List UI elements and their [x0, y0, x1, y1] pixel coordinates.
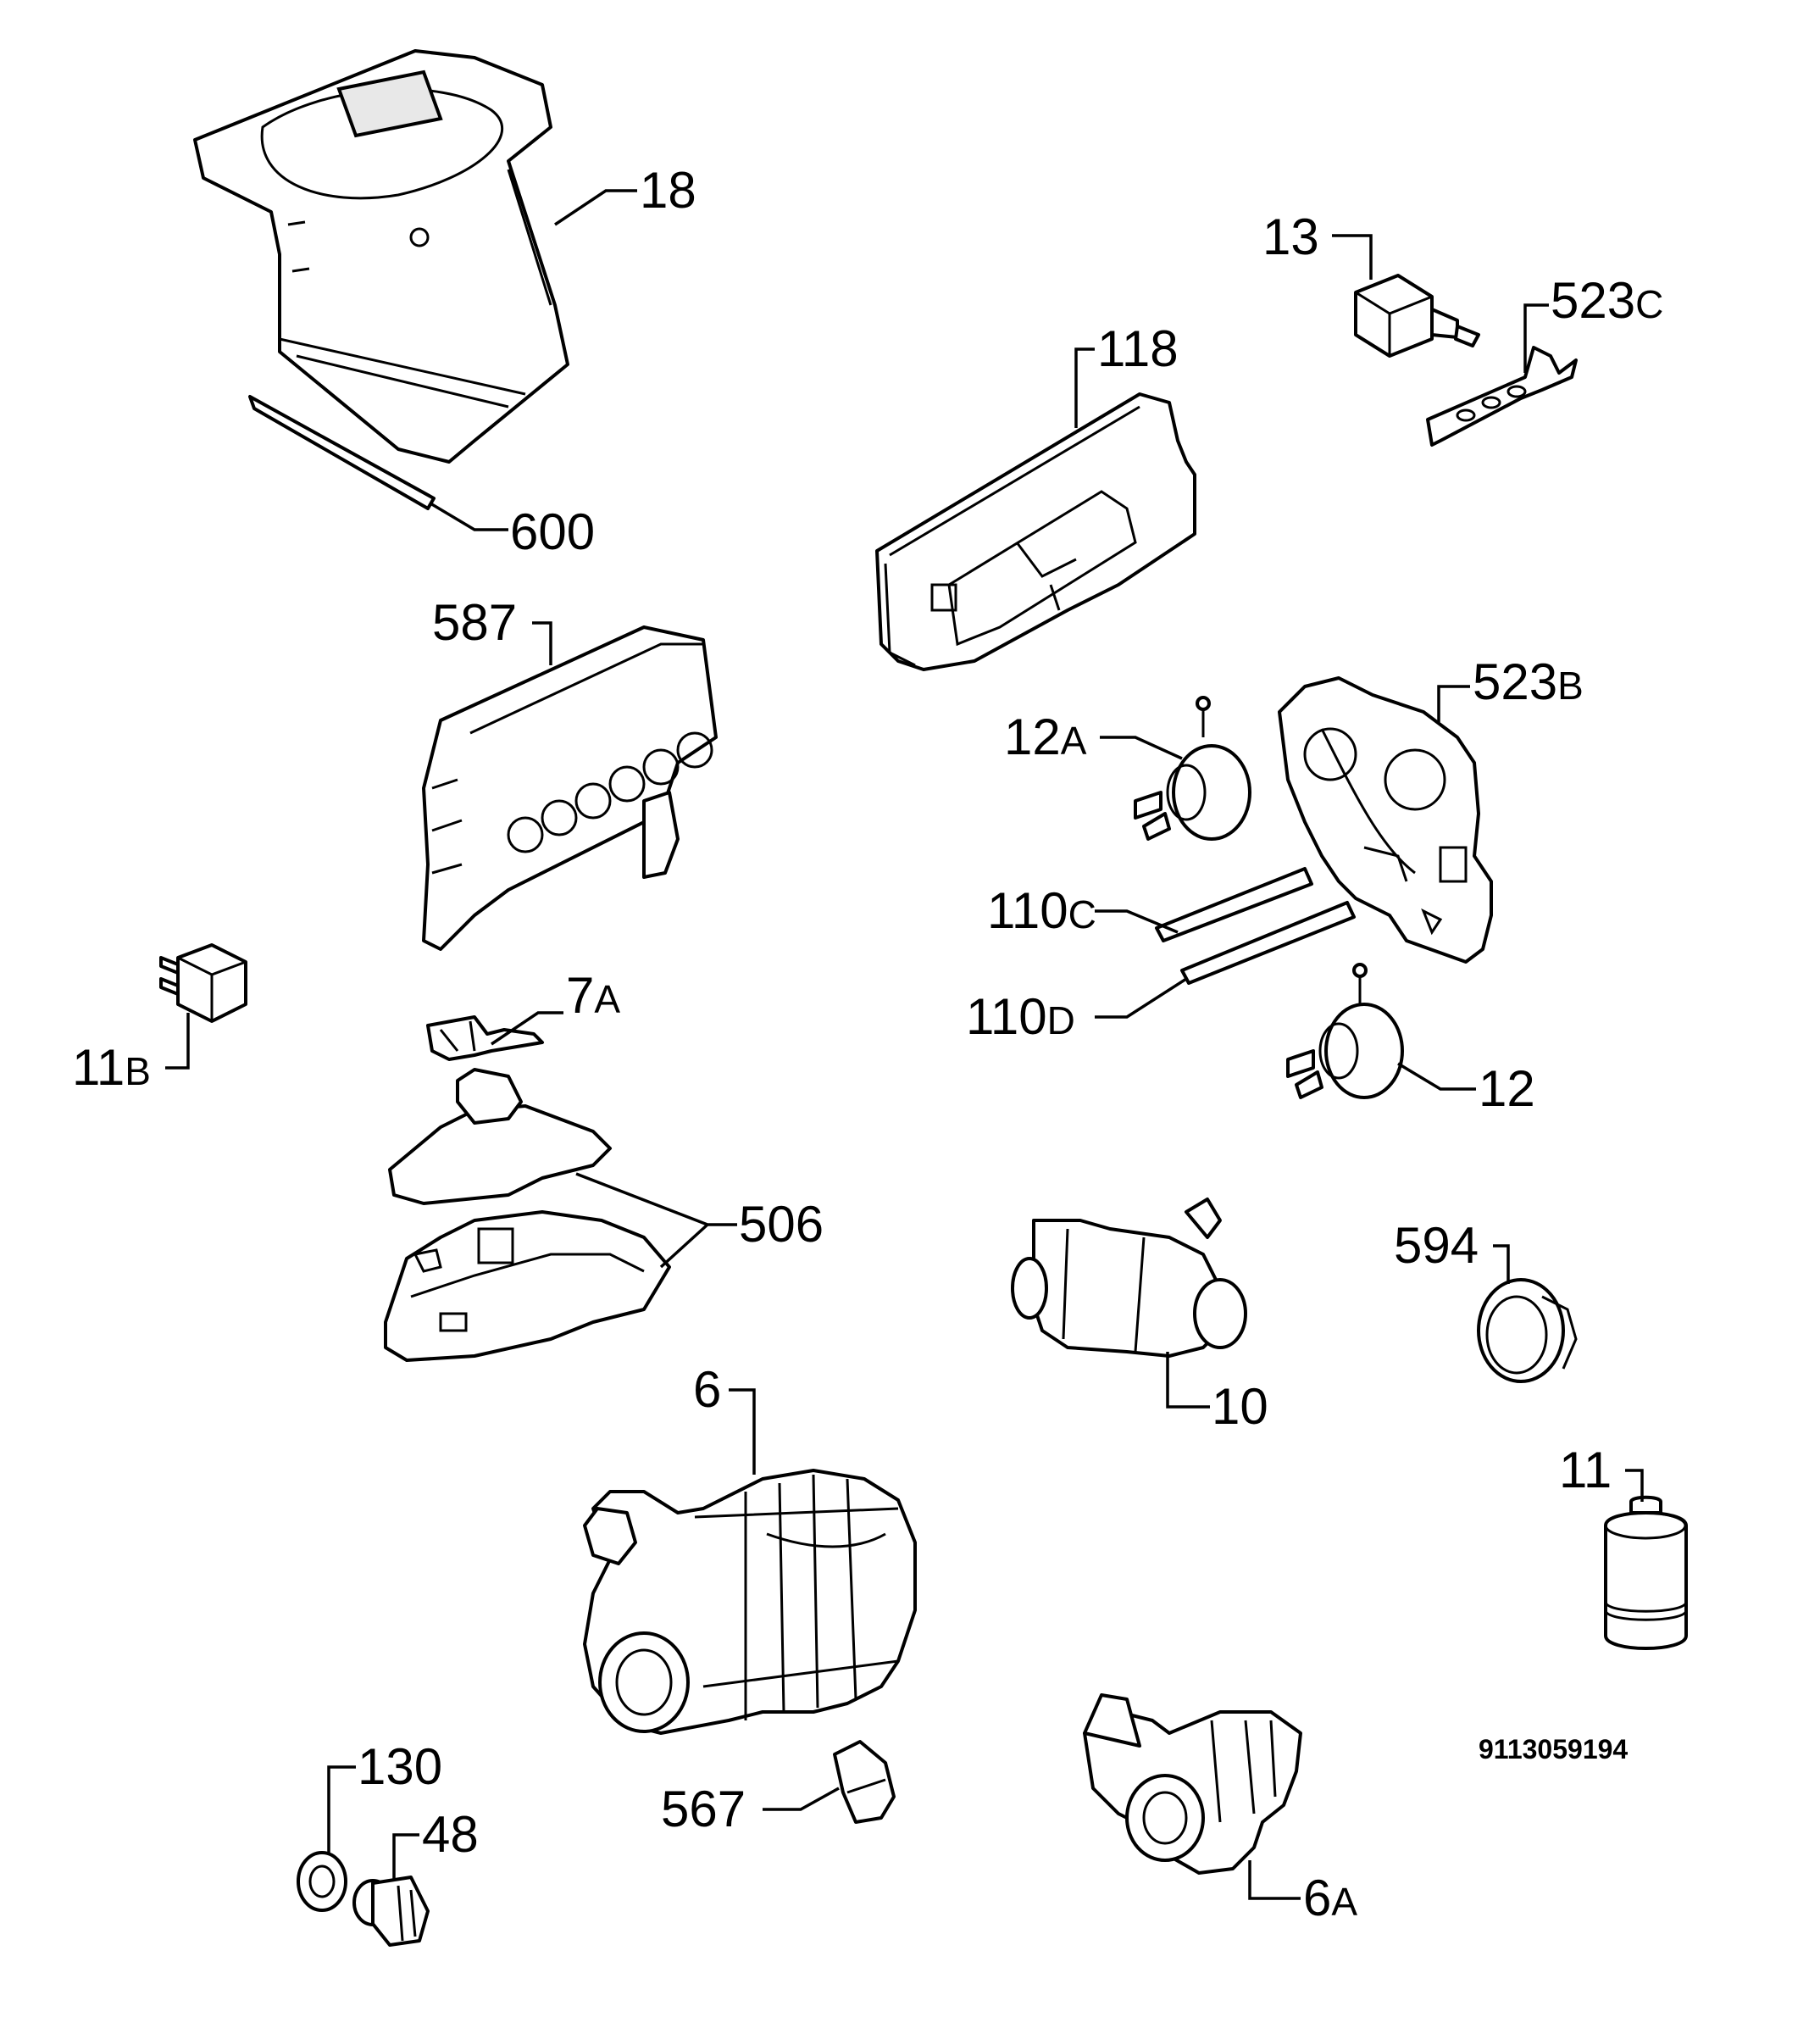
part-594-ring-drawing — [1477, 1278, 1578, 1383]
leader-48 — [392, 1833, 419, 1880]
part-12a-pressure-switch-drawing — [1134, 696, 1251, 841]
label-6: 6 — [693, 1361, 721, 1418]
part-567-clip-drawing — [833, 1740, 896, 1824]
part-12-pressure-switch-drawing — [1286, 963, 1404, 1099]
leader-12 — [1397, 1062, 1476, 1091]
leader-587 — [532, 621, 552, 665]
leader-12a — [1100, 736, 1183, 760]
leader-130 — [327, 1765, 356, 1853]
label-594: 594 — [1394, 1217, 1479, 1274]
part-523c-bracket-drawing — [1426, 346, 1578, 447]
label-523b: 523B — [1473, 653, 1584, 710]
label-10: 10 — [1212, 1378, 1268, 1435]
label-11: 11 — [1559, 1442, 1612, 1498]
leader-10 — [1166, 1352, 1210, 1409]
label-11b: 11B — [72, 1039, 151, 1096]
leader-11 — [1625, 1469, 1644, 1502]
part-6a-drain-pump-drawing — [1083, 1693, 1302, 1875]
part-118-dispenser-drawing — [875, 392, 1196, 671]
part-600-strip-drawing — [248, 395, 436, 510]
label-567: 567 — [661, 1781, 746, 1837]
label-587: 587 — [432, 594, 517, 651]
label-7a: 7A — [566, 967, 620, 1024]
leader-506 — [575, 1172, 737, 1269]
part-10-heater-drawing — [1011, 1198, 1247, 1358]
label-523c: 523C — [1551, 272, 1663, 329]
label-130: 130 — [358, 1738, 442, 1795]
label-13: 13 — [1262, 208, 1319, 265]
diagram-code: 9113059194 — [1479, 1734, 1628, 1764]
part-11-capacitor-drawing — [1604, 1495, 1688, 1650]
leader-600 — [430, 502, 508, 531]
part-506-float-drawing — [384, 1068, 671, 1362]
label-110c: 110C — [987, 882, 1096, 939]
leader-18 — [554, 189, 637, 226]
leader-118 — [1074, 347, 1095, 428]
part-48-plug-drawing — [352, 1876, 430, 1947]
part-6-motor-drawing — [583, 1469, 917, 1735]
leader-6a — [1248, 1860, 1301, 1900]
label-118: 118 — [1097, 320, 1179, 377]
leader-523b — [1437, 685, 1470, 722]
part-587-module-drawing — [422, 625, 718, 951]
leader-567 — [763, 1787, 840, 1811]
leader-11b — [165, 1013, 190, 1070]
label-110d: 110D — [966, 988, 1075, 1045]
leader-13 — [1332, 234, 1373, 280]
label-600: 600 — [510, 503, 595, 560]
label-506: 506 — [739, 1196, 824, 1253]
part-7a-clip-drawing — [426, 1015, 544, 1061]
label-12: 12 — [1479, 1060, 1535, 1117]
label-12a: 12A — [1004, 709, 1087, 765]
part-11b-relay-drawing — [159, 943, 247, 1023]
leader-523c — [1523, 303, 1549, 373]
leader-6 — [729, 1388, 756, 1475]
part-18-duct-drawing — [193, 49, 569, 464]
part-labels: 18 600 13 523C 118 587 523B 12A 110C 110… — [72, 162, 1663, 1926]
part-110-tubes-drawing — [1155, 867, 1356, 985]
leader-594 — [1493, 1244, 1510, 1284]
part-13-switch-drawing — [1354, 274, 1480, 358]
part-523b-panel-drawing — [1278, 676, 1493, 964]
leader-110d — [1095, 977, 1187, 1019]
label-6a: 6A — [1303, 1870, 1357, 1926]
part-130-seal-drawing — [297, 1851, 347, 1912]
label-18: 18 — [640, 162, 696, 219]
leader-7a — [491, 1011, 563, 1046]
leader-lines — [165, 189, 1644, 1900]
leader-110c — [1095, 909, 1179, 934]
label-48: 48 — [422, 1806, 479, 1863]
